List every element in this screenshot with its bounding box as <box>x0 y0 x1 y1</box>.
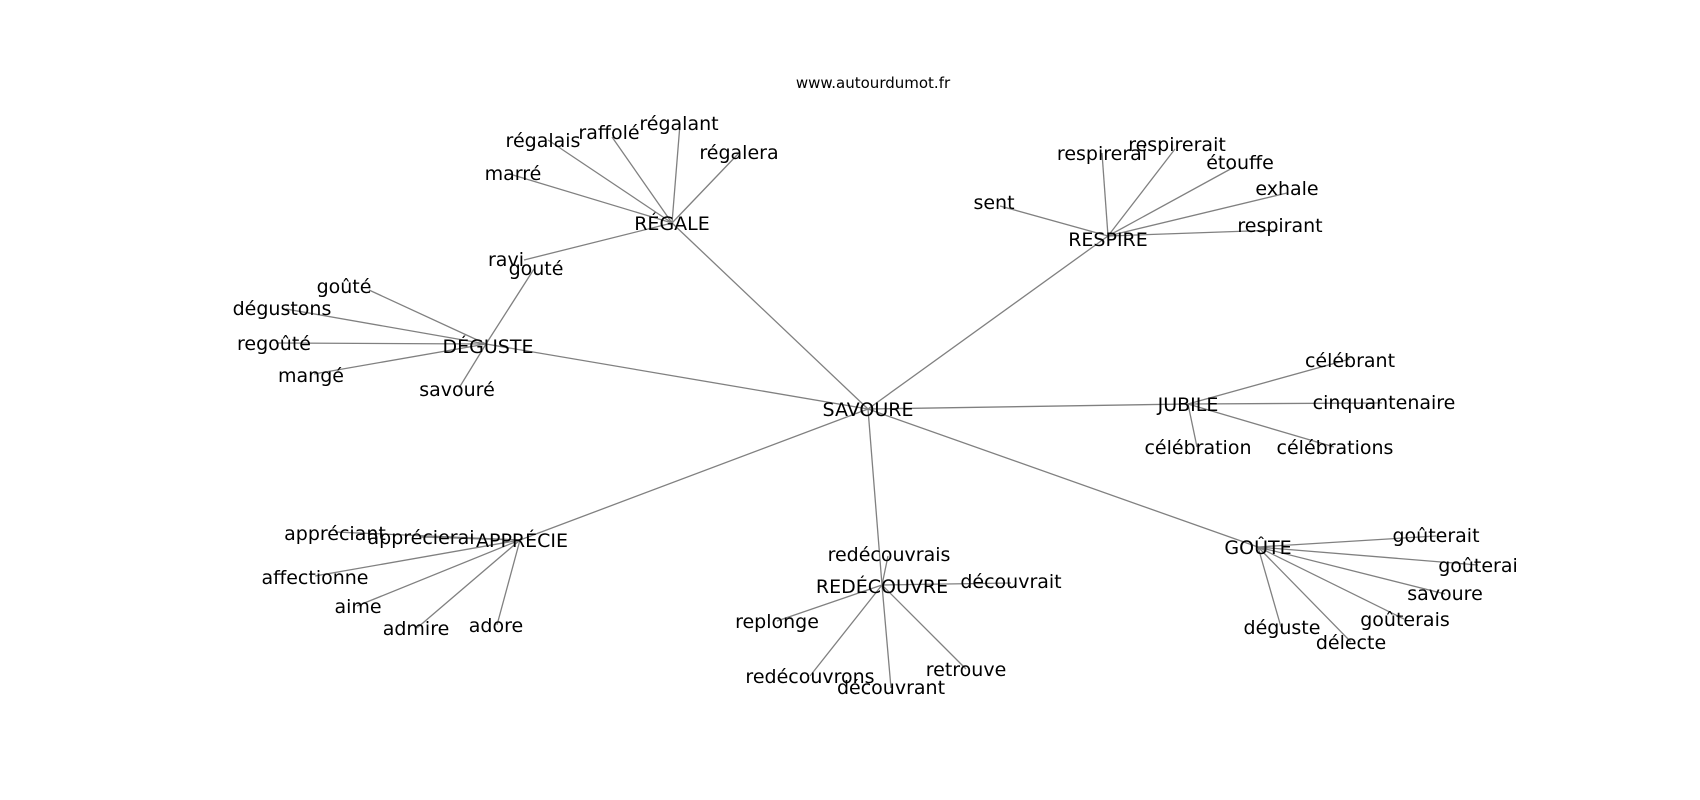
node-hub-deguste[interactable]: DÉGUSTE <box>443 335 534 358</box>
node-hub-jubile[interactable]: JUBILE <box>1157 394 1219 416</box>
node-word-adore[interactable]: adore <box>469 615 523 637</box>
edge-jubile-celebrant <box>1187 358 1351 405</box>
edge-goute-gouterai <box>1257 546 1479 566</box>
edge-apprecie-admire <box>416 539 521 629</box>
node-word-replonge[interactable]: replonge <box>735 611 819 633</box>
edge-regale-raffole <box>611 136 673 224</box>
edge-center-apprecie <box>519 408 869 541</box>
edge-regale-ravi <box>523 222 673 261</box>
node-word-sent[interactable]: sent <box>973 192 1014 214</box>
edge-jubile-celebrations <box>1187 403 1335 448</box>
edge-center-regale <box>671 222 869 410</box>
node-hub-redecouvre[interactable]: REDÉCOUVRE <box>816 575 948 598</box>
edge-regale-regalera <box>671 153 739 224</box>
node-center[interactable]: SAVOURE <box>823 399 914 421</box>
edge-regale-marre <box>512 174 673 224</box>
node-word-decouvrant[interactable]: découvrant <box>837 677 945 699</box>
edge-apprecie-aime <box>356 539 521 607</box>
site-url[interactable]: www.autourdumot.fr <box>796 74 951 92</box>
node-word-ravi[interactable]: ravi <box>488 249 524 271</box>
node-word-redecouvrons[interactable]: redécouvrons <box>745 666 874 688</box>
edge-redecouvre-redecouvrais <box>881 555 889 586</box>
edge-redecouvre-redecouvrons <box>809 584 883 677</box>
edge-respire-respirerai <box>1101 152 1109 237</box>
edge-goute-gouterait <box>1257 535 1437 548</box>
node-word-deguste[interactable]: déguste <box>1244 617 1321 639</box>
node-hub-goute[interactable]: GOÛTE <box>1224 535 1291 559</box>
edge-apprecie-apprecierai <box>420 536 521 541</box>
edge-regale-regalais <box>547 139 673 224</box>
edge-goute-gouterais <box>1257 546 1405 620</box>
node-word-decouvrait[interactable]: découvrait <box>960 571 1061 593</box>
edge-center-redecouvre <box>867 408 883 586</box>
node-word-exhale[interactable]: exhale <box>1255 178 1318 200</box>
edge-respire-etouffe <box>1107 165 1237 237</box>
node-word-aime[interactable]: aime <box>334 596 381 618</box>
node-word-delecte[interactable]: délecte <box>1316 632 1386 654</box>
node-word-goute[interactable]: goûté <box>317 276 372 298</box>
edge-jubile-cinquantenaire <box>1187 402 1383 405</box>
node-word-gouterai[interactable]: goûterai <box>1438 555 1518 577</box>
edges-layer <box>275 123 1479 689</box>
edge-deguste-goute <box>485 268 535 345</box>
edge-respire-respirant <box>1107 229 1279 237</box>
edge-jubile-celebration <box>1187 403 1198 448</box>
node-word-gouterait[interactable]: goûterait <box>1392 525 1479 547</box>
edge-deguste-degustons <box>285 308 487 345</box>
edge-center-respire <box>867 235 1109 410</box>
edge-respire-exhale <box>1107 192 1288 237</box>
node-word-retrouve[interactable]: retrouve <box>926 659 1007 681</box>
edge-deguste-mange <box>313 343 487 375</box>
node-word-respirant[interactable]: respirant <box>1237 215 1322 237</box>
node-word-savoure[interactable]: savouré <box>419 379 495 401</box>
edge-apprecie-adore <box>496 539 521 626</box>
node-word-regoute[interactable]: regoûté <box>237 333 311 355</box>
node-word-apprecierai[interactable]: apprécierai <box>368 527 475 549</box>
edge-apprecie-affectionne <box>314 539 521 577</box>
edge-respire-sent <box>999 205 1109 237</box>
edge-goute-deguste <box>1257 546 1282 628</box>
edge-center-goute <box>867 408 1259 548</box>
node-word-marre[interactable]: marré <box>485 163 542 185</box>
edge-redecouvre-decouvrait <box>881 582 1012 586</box>
node-word-mange[interactable]: mangé <box>278 365 344 387</box>
edge-deguste-goute <box>368 289 487 345</box>
node-word-savoure[interactable]: savoure <box>1407 583 1483 605</box>
node-word-regalant[interactable]: régalant <box>639 113 718 135</box>
node-word-raffole[interactable]: raffolé <box>578 122 639 144</box>
edge-redecouvre-replonge <box>776 584 883 622</box>
edge-deguste-regoute <box>275 342 487 345</box>
node-hub-respire[interactable]: RESPIRE <box>1068 229 1148 251</box>
edge-redecouvre-retrouve <box>881 584 967 670</box>
edge-regale-regalant <box>671 123 681 224</box>
node-word-cinquantenaire[interactable]: cinquantenaire <box>1313 392 1456 414</box>
node-word-regalais[interactable]: régalais <box>506 130 581 152</box>
node-word-goute[interactable]: gouté <box>509 258 564 280</box>
node-word-admire[interactable]: admire <box>383 618 450 640</box>
node-hub-regale[interactable]: RÉGALE <box>634 212 710 235</box>
edge-respire-respirerait <box>1107 148 1176 237</box>
node-word-gouterais[interactable]: goûterais <box>1360 609 1450 631</box>
node-word-celebrant[interactable]: célébrant <box>1305 350 1395 372</box>
node-hub-apprecie[interactable]: APPRÉCIE <box>476 529 568 552</box>
node-word-respirerait[interactable]: respirerait <box>1128 134 1226 156</box>
edge-goute-savoure <box>1257 546 1446 595</box>
node-word-redecouvrais[interactable]: redécouvrais <box>828 544 951 566</box>
node-word-celebrations[interactable]: célébrations <box>1277 437 1394 459</box>
edge-redecouvre-decouvrant <box>881 584 892 689</box>
edge-goute-delecte <box>1257 546 1352 643</box>
node-word-degustons[interactable]: dégustons <box>233 298 332 320</box>
node-word-celebration[interactable]: célébration <box>1144 437 1251 459</box>
node-word-appreciant[interactable]: appréciant <box>284 523 386 545</box>
node-word-respirerai[interactable]: respirerai <box>1057 143 1147 165</box>
node-word-affectionne[interactable]: affectionne <box>262 567 369 589</box>
edge-center-jubile <box>867 403 1189 410</box>
node-word-regalera[interactable]: régalera <box>699 142 778 164</box>
labels-layer: www.autourdumot.fr RÉGALE régalaisraffolé… <box>233 74 1518 699</box>
edge-center-deguste <box>485 343 869 410</box>
node-word-etouffe[interactable]: étouffe <box>1206 152 1274 174</box>
edge-deguste-savoure <box>458 343 487 389</box>
